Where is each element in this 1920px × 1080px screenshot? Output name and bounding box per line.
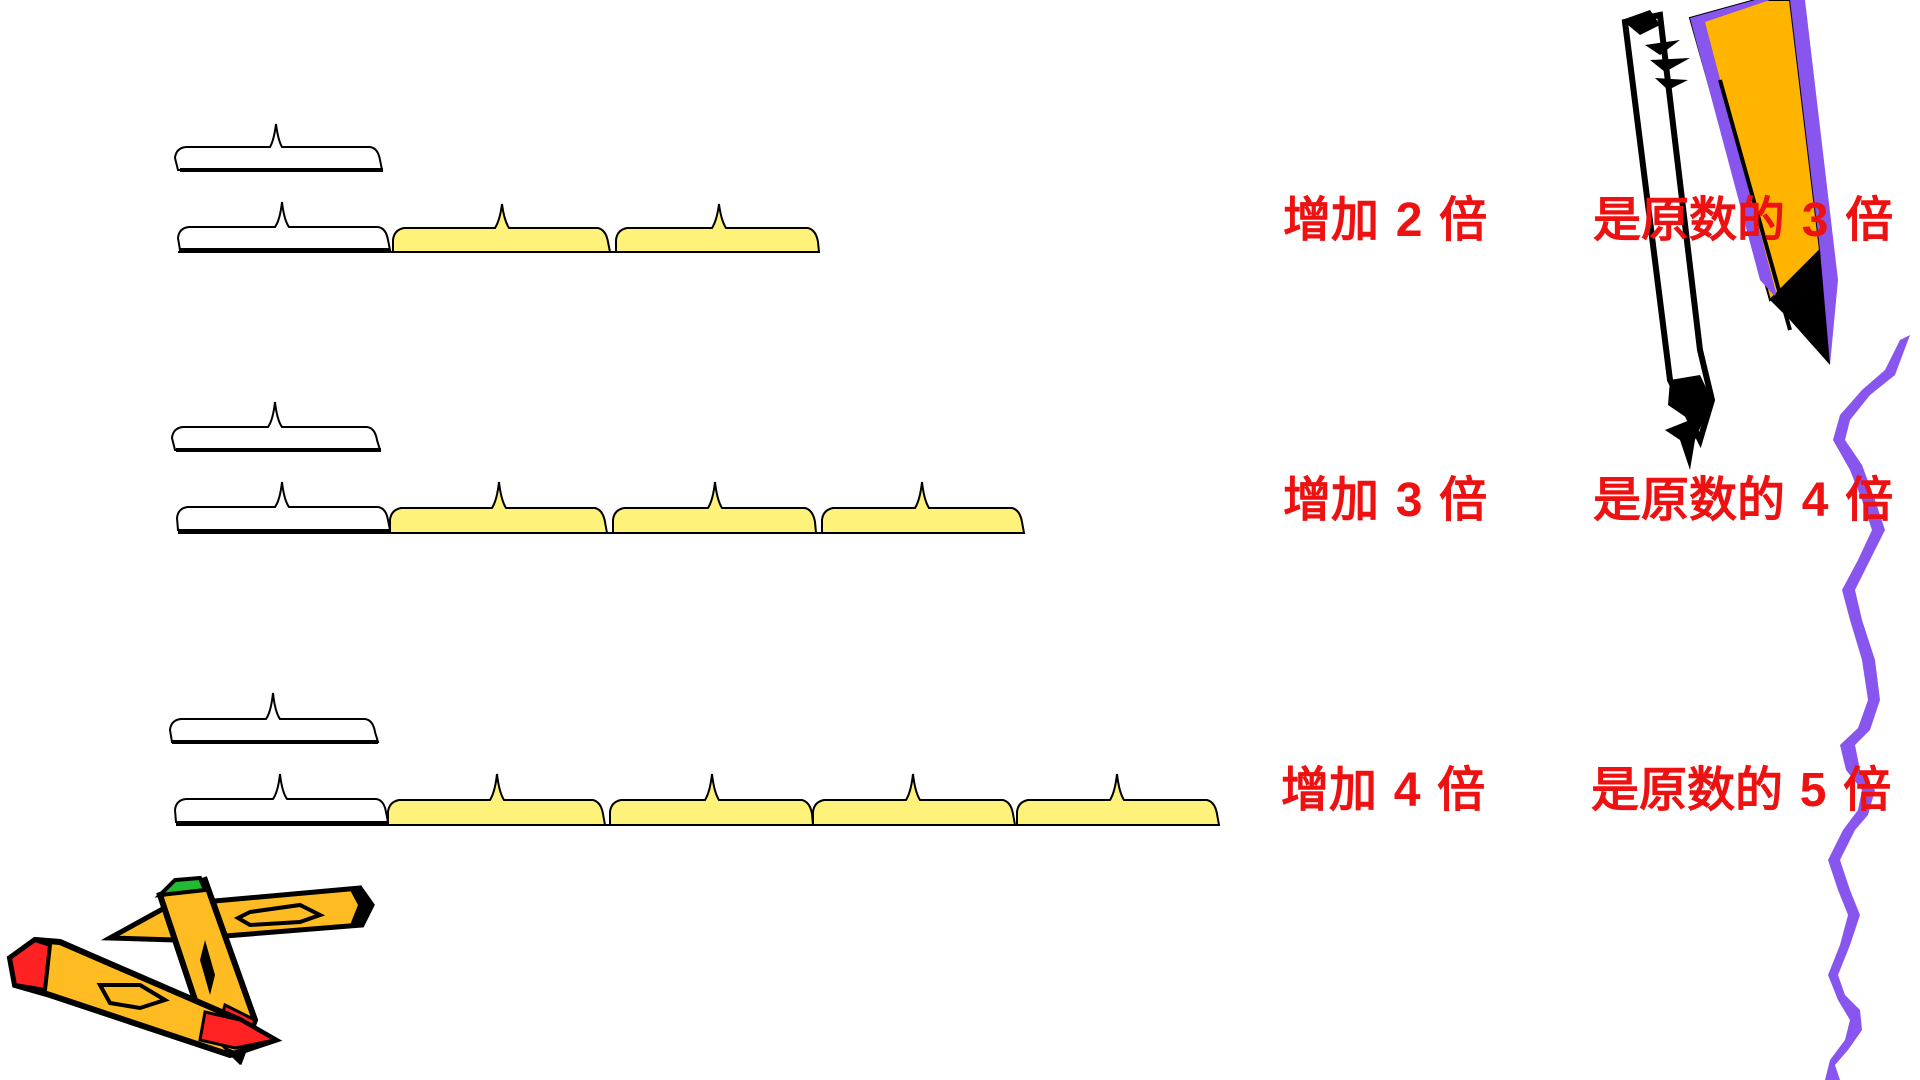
row2-increase-prefix: 增加 — [1283, 472, 1380, 528]
row2-result-label: 是原数的 4 倍 — [1593, 476, 1893, 525]
row1-result-label: 是原数的 3 倍 — [1593, 196, 1893, 245]
row2-increase-number: 3 — [1395, 474, 1423, 527]
row1-increase-suffix: 倍 — [1439, 192, 1488, 248]
row2-added-segment — [612, 481, 818, 534]
row2-result-number: 4 — [1801, 474, 1829, 527]
row2-increase-suffix: 倍 — [1439, 472, 1488, 528]
row3-added-segment — [1016, 773, 1221, 826]
row1-compare-original — [176, 201, 392, 252]
row2-added-segment — [389, 481, 609, 534]
row2-compare-original — [175, 481, 392, 533]
crayon-front — [6, 936, 283, 1065]
row3-added-segment — [609, 773, 815, 826]
row3-increase-number: 4 — [1393, 764, 1421, 817]
row3-increase-label: 增加 4 倍 — [1281, 766, 1485, 815]
row1-increase-number: 2 — [1395, 194, 1423, 247]
row3-increase-suffix: 倍 — [1437, 762, 1486, 818]
row2-added-segment — [821, 481, 1026, 534]
row3-result-prefix: 是原数的 — [1591, 762, 1784, 818]
crayon-back — [100, 885, 375, 943]
row3-result-number: 5 — [1799, 764, 1827, 817]
row2-result-suffix: 倍 — [1845, 472, 1894, 528]
row2-increase-label: 增加 3 倍 — [1283, 476, 1487, 525]
row3-result-label: 是原数的 5 倍 — [1591, 766, 1891, 815]
row3-compare-original — [173, 773, 390, 825]
row1-increase-label: 增加 2 倍 — [1283, 196, 1487, 245]
row3-added-segment — [812, 773, 1017, 826]
row1-increase-prefix: 增加 — [1283, 192, 1380, 248]
row3-added-segment — [387, 773, 607, 826]
row1-added-segment — [392, 203, 612, 253]
row2-result-prefix: 是原数的 — [1593, 472, 1786, 528]
row1-result-number: 3 — [1801, 194, 1829, 247]
row1-added-segment — [615, 203, 821, 253]
row1-result-prefix: 是原数的 — [1593, 192, 1786, 248]
row2-original-segment — [170, 401, 382, 452]
row3-result-suffix: 倍 — [1843, 762, 1892, 818]
row1-result-suffix: 倍 — [1845, 192, 1894, 248]
row3-increase-prefix: 增加 — [1281, 762, 1378, 818]
row1-original-segment — [173, 123, 384, 172]
row3-original-segment — [168, 692, 380, 744]
